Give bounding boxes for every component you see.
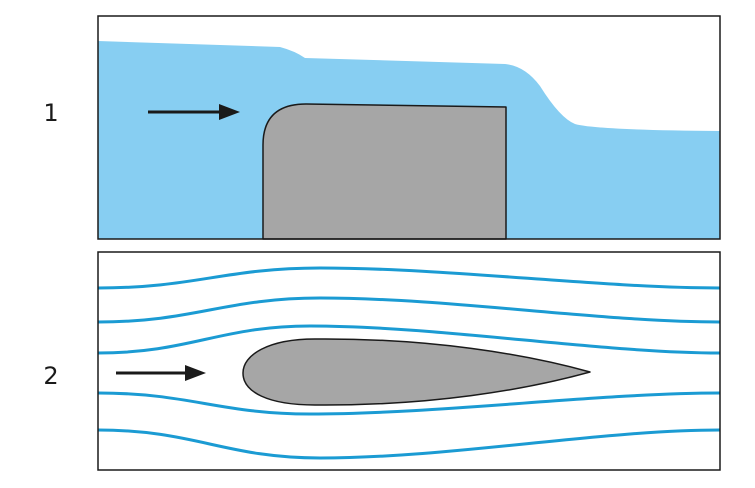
rectangular-block-obstacle	[262, 103, 507, 240]
streamlines	[97, 266, 721, 460]
streamline	[97, 266, 721, 290]
panel-2	[97, 251, 721, 471]
flow-direction-arrow-icon	[116, 365, 206, 381]
streamline	[97, 391, 721, 416]
panel-1-label: 1	[43, 99, 59, 127]
panel-1	[97, 15, 721, 240]
panel-2-frame	[97, 251, 721, 471]
streamline	[97, 296, 721, 324]
panel-1-frame	[97, 15, 721, 240]
flow-direction-arrow-icon	[148, 104, 240, 120]
panel-2-label: 2	[43, 362, 59, 390]
teardrop-airfoil-shape	[242, 338, 591, 406]
streamline	[97, 428, 721, 460]
streamline	[97, 324, 721, 355]
